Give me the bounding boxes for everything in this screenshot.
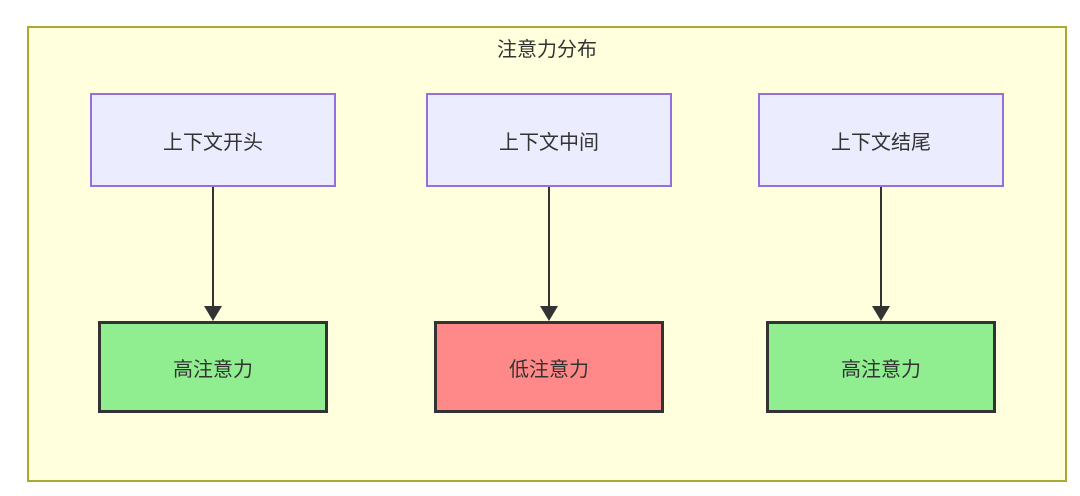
- node-context-beginning: 上下文开头: [90, 93, 336, 187]
- node-high-attention-2: 高注意力: [766, 321, 996, 413]
- node-low-attention: 低注意力: [434, 321, 664, 413]
- node-label: 高注意力: [841, 358, 921, 381]
- arrow-head-icon: [204, 306, 222, 321]
- cluster-title: 注意力分布: [497, 39, 597, 61]
- arrow-shaft: [880, 187, 882, 308]
- node-label: 上下文结尾: [831, 131, 931, 154]
- node-high-attention-1: 高注意力: [98, 321, 328, 413]
- node-context-end: 上下文结尾: [758, 93, 1004, 187]
- edge-arrow-down-1: [204, 187, 222, 321]
- node-context-middle: 上下文中间: [426, 93, 672, 187]
- arrow-shaft: [548, 187, 550, 308]
- edge-arrow-down-3: [872, 187, 890, 321]
- node-label: 低注意力: [509, 358, 589, 381]
- node-label: 上下文开头: [163, 131, 263, 154]
- arrow-shaft: [212, 187, 214, 308]
- node-label: 高注意力: [173, 358, 253, 381]
- arrow-head-icon: [540, 306, 558, 321]
- arrow-head-icon: [872, 306, 890, 321]
- edge-arrow-down-2: [540, 187, 558, 321]
- node-label: 上下文中间: [499, 131, 599, 154]
